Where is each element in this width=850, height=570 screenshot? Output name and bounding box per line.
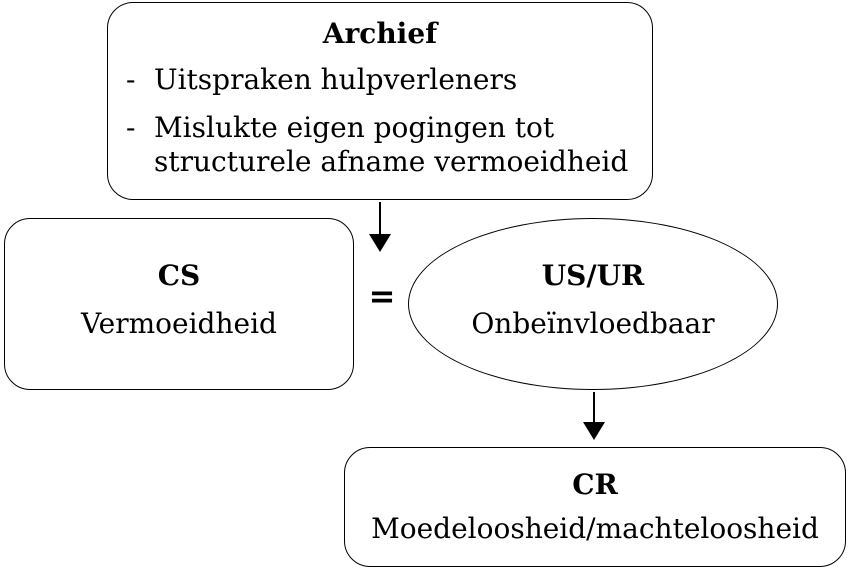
cr-box: CR Moedeloosheid/machteloosheid xyxy=(344,447,846,567)
bullet-dash: - xyxy=(126,111,136,144)
cs-subtitle: Vermoeidheid xyxy=(81,307,277,340)
archief-box: Archief - Uitspraken hulpverleners - Mis… xyxy=(107,2,653,200)
archief-item-text: Mislukte eigen pogingen tot structurele … xyxy=(154,111,629,178)
archief-item: - Mislukte eigen pogingen tot structurel… xyxy=(126,111,628,178)
bullet-dash: - xyxy=(126,63,136,96)
cr-subtitle: Moedeloosheid/machteloosheid xyxy=(371,512,819,545)
archief-item: - Uitspraken hulpverleners xyxy=(126,63,517,97)
cs-title: CS xyxy=(157,259,201,292)
cr-title: CR xyxy=(572,468,618,501)
usur-title: US/UR xyxy=(541,259,645,292)
arrow-usur-to-cr xyxy=(583,392,605,440)
arrow-archief-to-cs xyxy=(369,202,391,252)
usur-ellipse: US/UR Onbeïnvloedbaar xyxy=(408,218,778,390)
archief-title: Archief xyxy=(322,17,438,50)
equals-sign: = xyxy=(368,277,396,315)
cs-box: CS Vermoeidheid xyxy=(4,218,354,390)
archief-item-text: Uitspraken hulpverleners xyxy=(154,63,518,96)
usur-subtitle: Onbeïnvloedbaar xyxy=(471,307,715,340)
